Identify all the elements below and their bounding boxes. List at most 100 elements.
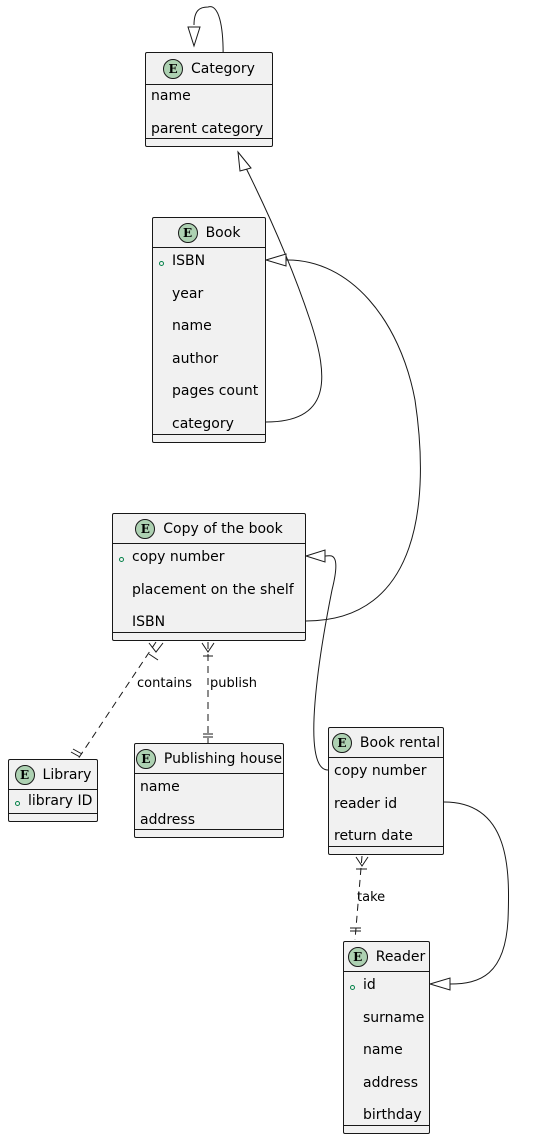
entity-book: E Book ISBN year name author pages count… — [152, 217, 266, 443]
entity-reader: E Reader id surname name address birthda… — [343, 941, 430, 1134]
field-name: ISBN — [172, 253, 206, 269]
field-row: reader id — [329, 793, 443, 825]
field-name: copy number — [334, 763, 427, 779]
entity-header: E Reader — [344, 942, 429, 972]
entity-footer — [329, 846, 443, 847]
entity-icon: E — [163, 58, 184, 79]
edge-contains — [77, 641, 157, 760]
entity-header: E Publishing house — [135, 744, 283, 774]
entity-footer — [135, 829, 283, 830]
entity-icon: E — [135, 748, 156, 769]
entity-title: Reader — [375, 948, 426, 965]
entity-category: E Category name parent category — [145, 52, 273, 147]
primary-key-icon — [159, 261, 164, 266]
edge-take — [354, 855, 363, 941]
entity-header: E Library — [9, 760, 97, 790]
field-row: birthday — [344, 1104, 429, 1133]
field-row: pages count — [153, 380, 265, 412]
field-name: address — [363, 1075, 419, 1091]
entity-title: Book rental — [359, 734, 441, 751]
entity-icon: E — [331, 732, 352, 753]
field-name: reader id — [334, 796, 398, 812]
edge-copy-isbn — [285, 259, 421, 622]
entity-footer — [113, 632, 305, 633]
field-row: address — [344, 1072, 429, 1104]
arrowhead-category-self — [187, 26, 201, 48]
entity-footer — [153, 434, 265, 435]
field-name: id — [363, 977, 376, 993]
field-row: ISBN — [113, 611, 305, 640]
entity-title: Category — [191, 60, 255, 77]
entity-icon: E — [135, 518, 156, 539]
field-row: return date — [329, 825, 443, 854]
field-row: name — [135, 776, 283, 808]
primary-key-icon — [350, 985, 355, 990]
entity-footer — [9, 813, 97, 814]
entity-footer — [146, 138, 272, 139]
primary-key-icon — [119, 557, 124, 562]
field-row: year — [153, 283, 265, 315]
edge-book-category — [242, 161, 323, 423]
entity-icon: E — [14, 764, 35, 785]
entity-icon: E — [347, 946, 368, 967]
field-name: address — [140, 812, 196, 828]
arrowhead-book-isbn — [264, 253, 287, 267]
field-row: address — [135, 809, 283, 837]
entity-book-rental: E Book rental copy number reader id retu… — [328, 727, 444, 855]
field-name: birthday — [363, 1107, 422, 1123]
edge-rental-copy — [313, 555, 337, 771]
entity-header: E Book rental — [329, 728, 443, 758]
entity-title: Publishing house — [163, 750, 283, 767]
entity-title: Book — [205, 224, 241, 241]
field-name: copy number — [132, 549, 225, 565]
field-row: id — [344, 974, 429, 1006]
crowfoot-publish — [201, 642, 215, 653]
edge-rental-reader — [443, 801, 510, 985]
entity-publishing-house: E Publishing house name address — [134, 743, 284, 838]
field-row: parent category — [146, 118, 272, 146]
field-row: ISBN — [153, 250, 265, 282]
entity-library: E Library library ID — [8, 759, 98, 822]
field-name: name — [172, 318, 212, 334]
field-name: category — [172, 416, 234, 432]
arrowhead-reader-id — [428, 977, 451, 991]
primary-key-icon — [15, 801, 20, 806]
arrowhead-copy-number — [304, 549, 326, 563]
field-name: pages count — [172, 383, 259, 399]
field-row: name — [153, 315, 265, 347]
relation-label-contains: contains — [137, 676, 193, 691]
field-row: surname — [344, 1007, 429, 1039]
entity-header: E Book — [153, 218, 265, 248]
entity-footer — [344, 1125, 429, 1126]
relation-label-take: take — [357, 890, 386, 905]
field-row: copy number — [113, 546, 305, 578]
field-name: return date — [334, 828, 413, 844]
field-row: category — [153, 413, 265, 442]
field-row: copy number — [329, 760, 443, 792]
entity-title: Library — [42, 766, 92, 783]
field-name: placement on the shelf — [132, 582, 294, 598]
field-row: library ID — [9, 790, 97, 821]
field-name: author — [172, 351, 219, 367]
entity-header: E Copy of the book — [113, 514, 305, 544]
field-name: name — [151, 88, 191, 104]
field-row: author — [153, 348, 265, 380]
field-name: parent category — [151, 121, 264, 137]
arrowhead-category — [237, 150, 252, 172]
field-row: placement on the shelf — [113, 579, 305, 611]
entity-title: Copy of the book — [163, 520, 283, 537]
crowfoot-contains — [148, 642, 164, 653]
crowfoot-take — [355, 856, 369, 867]
entity-icon: E — [177, 222, 198, 243]
field-name: year — [172, 286, 204, 302]
field-name: surname — [363, 1010, 425, 1026]
entity-header: E Category — [146, 53, 272, 85]
field-name: ISBN — [132, 614, 166, 630]
field-name: library ID — [28, 793, 93, 809]
field-name: name — [363, 1042, 403, 1058]
entity-copy-of-the-book: E Copy of the book copy number placement… — [112, 513, 306, 641]
field-name: name — [140, 779, 180, 795]
field-row: name — [344, 1039, 429, 1071]
field-row: name — [146, 85, 272, 117]
